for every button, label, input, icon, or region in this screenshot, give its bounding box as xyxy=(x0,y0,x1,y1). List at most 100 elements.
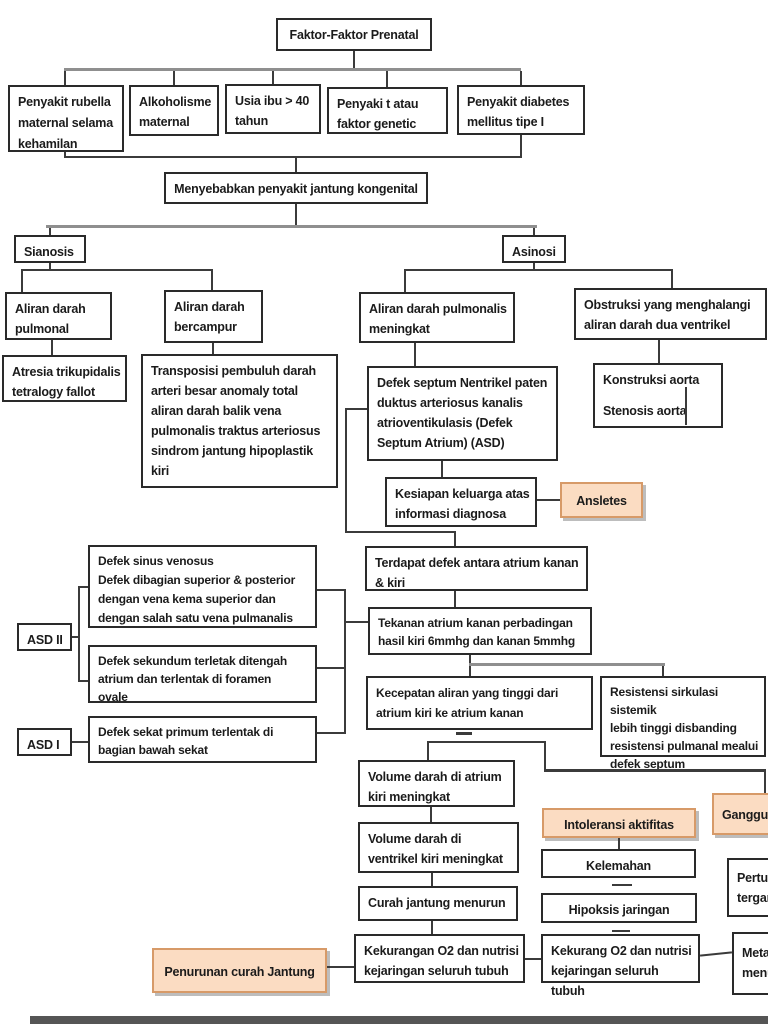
connector-line xyxy=(454,591,456,607)
connector-line xyxy=(49,263,51,271)
node-defek-sinus: Defek sinus venosus Defek dibagian super… xyxy=(88,545,317,628)
node-label: Aliran darah pulmonal xyxy=(15,302,86,336)
connector-line xyxy=(525,958,541,960)
node-label: ASD I xyxy=(27,738,60,752)
connector-line xyxy=(544,769,766,772)
node-sianosis: Sianosis xyxy=(14,235,86,263)
connector-line xyxy=(671,271,673,288)
connector-line xyxy=(469,655,471,665)
node-metabolisme: Metab menur xyxy=(732,932,768,995)
connector-line xyxy=(64,68,521,71)
node-label: Defek sinus venosus Defek dibagian super… xyxy=(98,554,296,625)
node-label: ASD II xyxy=(27,633,63,647)
node-label: Tekanan atrium kanan perbadingan hasil k… xyxy=(378,616,575,648)
connector-line xyxy=(78,586,80,682)
node-asinosi: Asinosi xyxy=(502,235,566,263)
node-intoleransi: Intoleransi aktifitas xyxy=(542,808,696,838)
connector-line xyxy=(533,263,535,271)
node-hipoksis: Hipoksis jaringan xyxy=(541,893,697,923)
node-faktor-genetic: Penyaki t atau faktor genetic xyxy=(327,87,448,134)
node-defek-sekundum: Defek sekundum terletak ditengah atrium … xyxy=(88,645,317,704)
connector-line xyxy=(346,621,368,623)
node-label: Kekurang O2 dan nutrisi kejaringan selur… xyxy=(551,944,692,998)
connector-line xyxy=(533,228,535,235)
connector-line xyxy=(431,873,433,886)
node-aliran-pulmonalis: Aliran darah pulmonalis meningkat xyxy=(359,292,515,343)
node-rubella: Penyakit rubella maternal selama kehamil… xyxy=(8,85,124,152)
node-label: Terdapat defek antara atrium kanan & kir… xyxy=(375,556,579,590)
connector-line xyxy=(345,408,347,533)
connector-line xyxy=(64,156,522,158)
node-label: Aliran darah pulmonalis meningkat xyxy=(369,302,507,336)
node-usia-ibu: Usia ibu > 40 tahun xyxy=(225,84,321,134)
node-terdapat-defek: Terdapat defek antara atrium kanan & kir… xyxy=(365,546,588,591)
node-label: Kesiapan keluarga atas informasi diagnos… xyxy=(395,487,530,521)
node-atresia: Atresia trikupidalis tetralogy fallot xyxy=(2,355,127,402)
connector-line xyxy=(317,589,344,591)
connector-line xyxy=(520,135,522,158)
node-diabetes: Penyakit diabetes mellitus tipe I xyxy=(457,85,585,135)
node-menyebabkan: Menyebabkan penyakit jantung kongenital xyxy=(164,172,428,204)
connector-line xyxy=(51,340,53,355)
connector-line xyxy=(520,71,522,85)
node-kelemahan: Kelemahan xyxy=(541,849,696,878)
node-label: Pertum tergang xyxy=(737,871,768,905)
node-volume-ventrikel: Volume darah di ventrikel kiri meningkat xyxy=(358,822,519,873)
connector-line xyxy=(353,51,355,70)
node-konstruksi-aorta: Konstruksi aorta Stenosis aorta xyxy=(593,363,723,428)
node-ansletes: Ansletes xyxy=(560,482,643,518)
connector-line xyxy=(345,408,367,410)
node-kekurang-o2: Kekurang O2 dan nutrisi kejaringan selur… xyxy=(541,934,700,998)
connector-line xyxy=(414,343,416,366)
node-label: Penyakit rubella maternal selama kehamil… xyxy=(18,95,113,151)
node-defek-sekat: Defek sekat primum terlentak di bagian b… xyxy=(88,716,317,763)
connector-line xyxy=(454,531,456,546)
node-label: Volume darah di ventrikel kiri meningkat xyxy=(368,832,503,866)
node-label: Defek sekundum terletak ditengah atrium … xyxy=(98,654,287,704)
node-gangguan: Ganggu xyxy=(712,793,768,835)
node-label: Ansletes xyxy=(576,494,627,508)
node-transposisi: Transposisi pembuluh darah arteri besar … xyxy=(141,354,338,488)
node-label: Volume darah di atrium kiri meningkat xyxy=(368,770,502,804)
node-obstruksi: Obstruksi yang menghalangi aliran darah … xyxy=(574,288,767,340)
node-resistensi: Resistensi sirkulasi sistemik lebih ting… xyxy=(600,676,766,771)
connector-line xyxy=(327,966,354,968)
connector-line xyxy=(612,930,630,932)
connector-line xyxy=(469,666,471,676)
node-label: Stenosis aorta xyxy=(603,404,687,418)
node-label: Defek sekat primum terlentak di bagian b… xyxy=(98,725,274,757)
node-label: Kelemahan xyxy=(586,859,651,873)
node-label: Konstruksi aorta xyxy=(603,373,700,387)
connector-line xyxy=(431,921,433,934)
connector-line xyxy=(211,271,213,290)
node-label: Aliran darah bercampur xyxy=(174,300,245,334)
connector-line xyxy=(72,636,80,638)
connector-line xyxy=(344,589,346,734)
node-asd-2: ASD II xyxy=(17,623,72,651)
connector-line xyxy=(212,343,214,354)
node-label: Obstruksi yang menghalangi aliran darah … xyxy=(584,298,751,332)
connector-line xyxy=(272,71,274,84)
node-volume-atrium: Volume darah di atrium kiri meningkat xyxy=(358,760,515,807)
connector-line xyxy=(404,269,673,271)
connector-line xyxy=(427,741,429,760)
connector-line xyxy=(295,204,297,227)
connector-line xyxy=(612,884,632,886)
connector-line xyxy=(72,741,88,743)
connector-line xyxy=(544,741,546,772)
connector-line xyxy=(456,732,472,735)
node-penurunan-curah: Penurunan curah Jantung xyxy=(152,948,327,993)
node-label: Intoleransi aktifitas xyxy=(564,818,674,832)
node-asd-1: ASD I xyxy=(17,728,72,756)
node-label: Kecepatan aliran yang tinggi dari atrium… xyxy=(376,686,559,720)
connector-line xyxy=(345,531,456,533)
connector-line xyxy=(386,71,388,87)
node-label: Transposisi pembuluh darah arteri besar … xyxy=(151,364,321,478)
node-label: Asinosi xyxy=(512,245,556,259)
node-faktor-prenatal: Faktor-Faktor Prenatal xyxy=(276,18,432,51)
connector-line xyxy=(173,71,175,85)
node-label: Usia ibu > 40 tahun xyxy=(235,94,310,128)
connector-line xyxy=(537,499,560,501)
node-label: Atresia trikupidalis tetralogy fallot xyxy=(12,365,121,399)
